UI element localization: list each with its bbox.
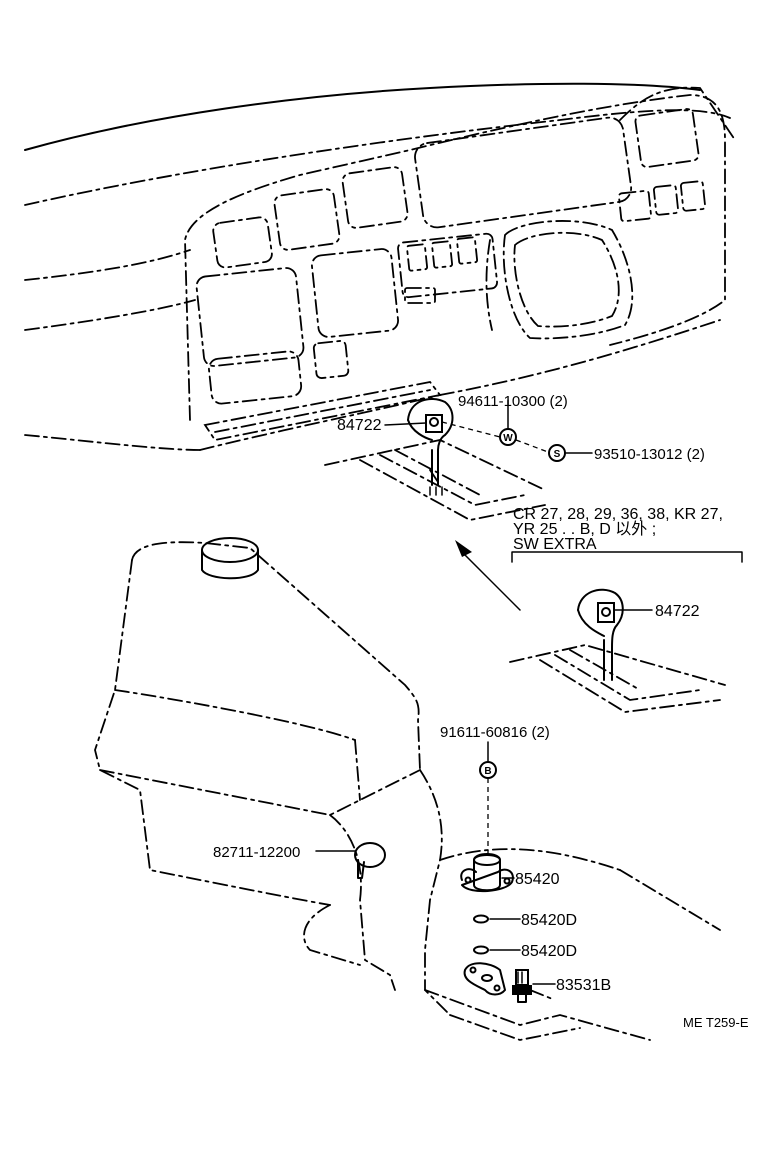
dashboard-panels xyxy=(195,108,707,442)
variant-note-line2: YR 25 . . B, D 以外 ; xyxy=(513,520,656,538)
screw-mark-w: W xyxy=(499,428,517,446)
switch-84722-top xyxy=(425,414,443,433)
tank-body xyxy=(94,541,421,966)
label-93510-13012: 93510-13012 (2) xyxy=(594,446,705,463)
leader-screw-w xyxy=(441,421,501,438)
label-85420d-lower: 85420D xyxy=(521,943,577,960)
o-ring-85420d-lower xyxy=(473,945,489,955)
variant-note-line3: SW EXTRA xyxy=(513,536,597,553)
label-85420: 85420 xyxy=(515,871,560,888)
speed-sensor-83531b xyxy=(512,969,532,1003)
label-82711-12200: 82711-12200 xyxy=(213,844,300,861)
dashboard-outline xyxy=(24,82,736,451)
leader-screw-s xyxy=(515,439,549,453)
label-94611-10300: 94611-10300 (2) xyxy=(458,393,568,410)
label-85420d-upper: 85420D xyxy=(521,912,577,929)
gasket-plate xyxy=(463,962,506,996)
mark-s: S xyxy=(554,449,561,460)
clip-82711 xyxy=(354,842,386,879)
mark-w: W xyxy=(503,433,513,444)
sensor-85420 xyxy=(460,853,514,893)
o-ring-85420d-upper xyxy=(473,914,489,924)
floor-console-inset xyxy=(509,644,726,713)
steering-wheel xyxy=(485,220,634,340)
floor-console-top xyxy=(324,439,546,521)
leader-84722-top xyxy=(384,422,427,426)
figure-code: ME T259-E xyxy=(683,1015,749,1030)
label-83531b: 83531B xyxy=(556,977,611,994)
label-84722-inset: 84722 xyxy=(655,603,700,620)
label-84722-top: 84722 xyxy=(337,417,382,434)
switch-84722-inset xyxy=(597,602,615,623)
screw-mark-s: S xyxy=(548,444,566,462)
label-91611-60816: 91611-60816 (2) xyxy=(440,724,550,741)
tank-cap xyxy=(201,537,259,580)
pointer-arrow xyxy=(455,540,521,611)
variant-note-line1: CR 27, 28, 29, 36, 38, KR 27, xyxy=(513,506,723,523)
bolt-mark-b: B xyxy=(479,761,497,779)
mark-b: B xyxy=(484,766,491,777)
variant-bracket xyxy=(511,551,743,563)
